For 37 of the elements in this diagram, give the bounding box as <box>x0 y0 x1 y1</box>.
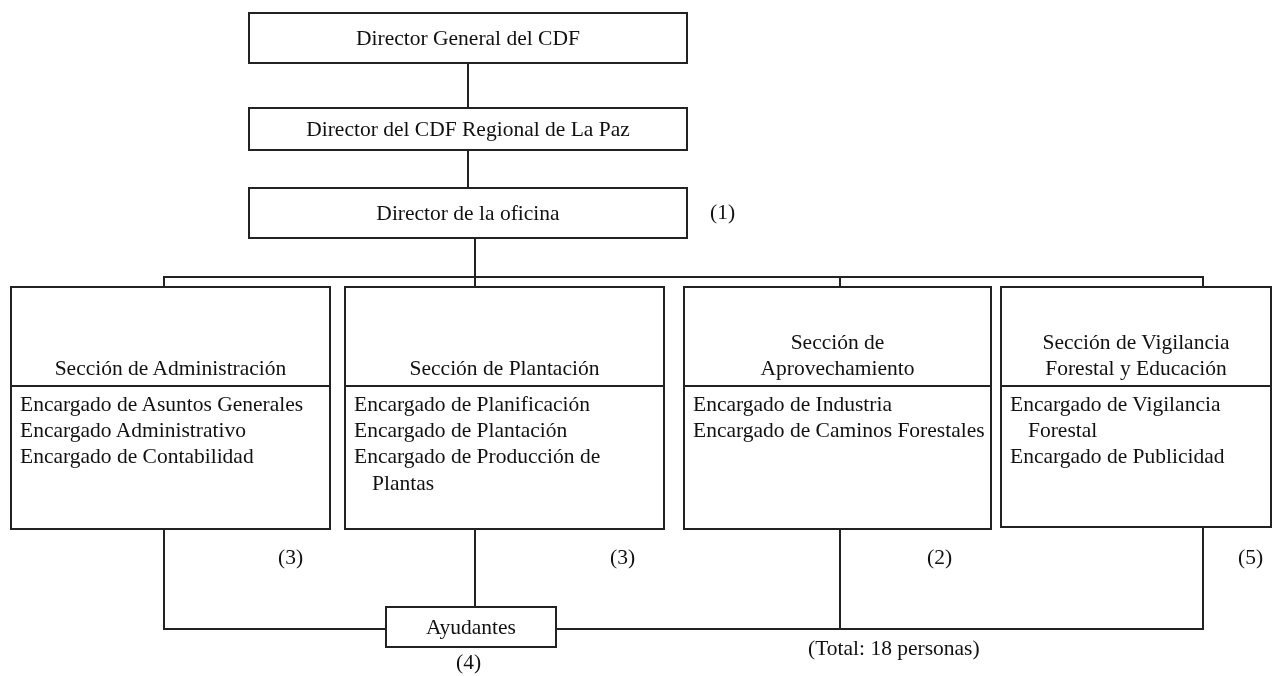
section-title: Sección de Vigilancia Forestal y Educación <box>1042 328 1230 381</box>
duty-text: Encargado Administrativo <box>19 417 247 444</box>
duty-text: Encargado de Vigilancia Forestal <box>1009 391 1222 444</box>
duty-text: Encargado de Producción de Plantas <box>353 443 602 496</box>
duty-text: Encargado de Caminos Forestales <box>692 417 986 444</box>
duty-text: Encargado de Asuntos Generales <box>19 391 305 418</box>
section-box <box>1000 286 1272 528</box>
connector-line <box>474 529 476 607</box>
section-title: Sección de Administración <box>54 354 287 381</box>
staff-count: (2) <box>927 545 953 570</box>
box-label: Director General del CDF <box>356 25 580 51</box>
staff-count: (1) <box>710 200 736 225</box>
staff-count: (3) <box>278 545 304 570</box>
org-box <box>248 12 688 64</box>
connector-line <box>467 150 469 188</box>
org-box <box>385 606 557 648</box>
duty-text: Encargado de Contabilidad <box>19 443 255 470</box>
duty-text: Encargado de Publicidad <box>1009 443 1226 470</box>
duty-text: Encargado de Industria <box>692 391 893 418</box>
section-box <box>344 286 665 530</box>
staff-count: (3) <box>610 545 636 570</box>
org-box <box>248 187 688 239</box>
org-box <box>248 107 688 151</box>
section-title: Sección de Aprovechamiento <box>759 328 916 381</box>
staff-count: (4) <box>456 650 482 675</box>
duty-text: Encargado de Plantación <box>353 417 569 444</box>
box-label: Director del CDF Regional de La Paz <box>306 116 630 142</box>
staff-count: (5) <box>1238 545 1264 570</box>
connector-line <box>163 529 386 630</box>
connector-line <box>467 63 469 108</box>
box-label: Ayudantes <box>426 614 516 640</box>
section-box <box>10 286 331 530</box>
section-title: Sección de Plantación <box>409 354 600 381</box>
section-box <box>683 286 992 530</box>
box-label: Director de la oficina <box>376 200 560 226</box>
duty-text: Encargado de Planificación <box>353 391 591 418</box>
note-text: (Total: 18 personas) <box>808 636 980 661</box>
